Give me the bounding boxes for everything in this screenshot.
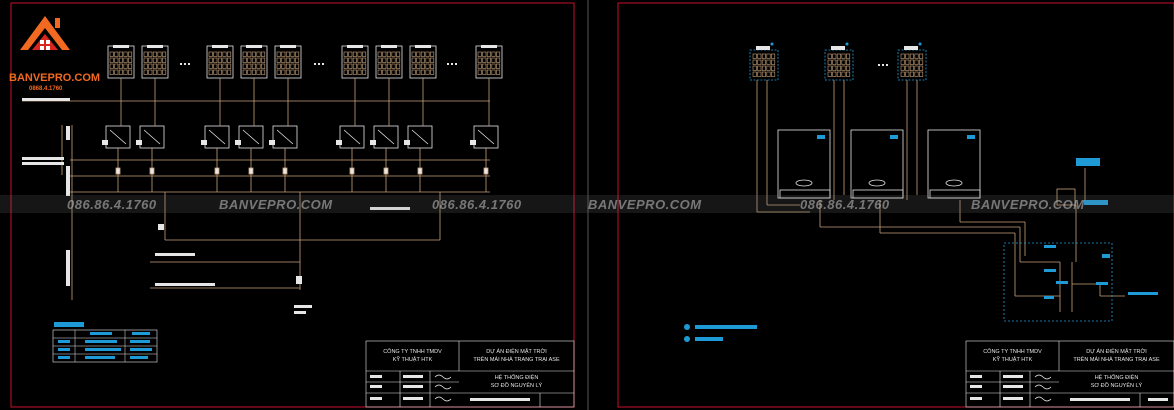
breaker-icon xyxy=(383,167,389,175)
tb-left-project-2: TRÊN MÁI NHÀ TRANG TRẠI ASE xyxy=(473,357,560,363)
breaker-icon xyxy=(349,167,355,175)
inverter-cabinets xyxy=(777,129,981,199)
pv-panel-icon xyxy=(375,45,403,79)
pv-array-row xyxy=(749,42,927,81)
inverter-icon xyxy=(470,125,499,149)
cyan-tags-right xyxy=(817,135,1158,299)
sheet-frame-right xyxy=(617,2,1174,408)
inverter-meters xyxy=(795,179,963,187)
title-block-right-fills xyxy=(970,375,1168,401)
title-block-right xyxy=(965,340,1174,408)
tb-right-project-2: TRÊN MÁI NHÀ TRANG TRẠI ASE xyxy=(1073,357,1160,363)
pv-array-icon xyxy=(824,42,854,81)
inverter-icon xyxy=(269,125,298,149)
house-logo-icon xyxy=(20,16,70,50)
signature-marks-right xyxy=(1034,374,1052,402)
ellipsis-icon xyxy=(314,63,324,65)
distribution-board xyxy=(1003,242,1113,322)
inverter-icon xyxy=(235,125,264,149)
watermark-phone-1: 086.86.4.1760 xyxy=(67,197,157,212)
inverter-row xyxy=(102,125,499,149)
pv-panel-icon xyxy=(206,45,234,79)
logo-name: BANVEPRO.COM xyxy=(9,72,101,84)
watermark-phone-3: 086.86.4.1760 xyxy=(800,197,890,212)
watermark-site-2: BANVEPRO.COM xyxy=(588,197,702,212)
pv-panel-icon xyxy=(107,45,135,79)
inverter-icon xyxy=(370,125,399,149)
inverter-icon xyxy=(404,125,433,149)
watermark-site-3: BANVEPRO.COM xyxy=(971,197,1085,212)
legend-table xyxy=(52,322,158,363)
pv-panel-icon xyxy=(240,45,268,79)
tb-right-company-1: CÔNG TY TNHH TMDV xyxy=(983,349,1042,355)
pv-panel-icon xyxy=(409,45,437,79)
ellipsis-icon xyxy=(447,63,457,65)
sheet-frame-left xyxy=(10,2,575,408)
pv-panel-icon xyxy=(341,45,369,79)
breaker-icon xyxy=(149,167,155,175)
tb-left-project-1: DỰ ÁN ĐIỆN MẶT TRỜI xyxy=(486,349,547,355)
watermark-phone-2: 086.86.4.1760 xyxy=(432,197,522,212)
ellipsis-icon xyxy=(878,64,888,66)
title-block-left xyxy=(365,340,575,408)
title-block-left-fills xyxy=(370,375,530,401)
breaker-icon xyxy=(417,167,423,175)
right-legend xyxy=(684,324,757,342)
tb-left-company-1: CÔNG TY TNHH TMDV xyxy=(383,349,442,355)
pv-array-icon xyxy=(749,42,779,81)
inverter-icon xyxy=(336,125,365,149)
tb-right-drawing-2: SƠ ĐỒ NGUYÊN LÝ xyxy=(1090,383,1143,389)
right-wiring xyxy=(756,80,1125,312)
breaker-icon xyxy=(483,167,489,175)
watermark-site-1: BANVEPRO.COM xyxy=(219,197,333,212)
pv-string-row xyxy=(107,45,503,79)
inverter-icon xyxy=(136,125,165,149)
ellipsis-icon xyxy=(180,63,190,65)
inverter-icon xyxy=(102,125,131,149)
pv-panel-icon xyxy=(141,45,169,79)
breaker-icon xyxy=(282,167,288,175)
inverter-icon xyxy=(201,125,230,149)
tb-right-drawing-1: HỆ THỐNG ĐIỆN xyxy=(1094,375,1139,381)
left-wiring xyxy=(22,78,490,300)
tb-right-company-2: KỸ THUẬT HTK xyxy=(992,357,1033,363)
left-side-labels xyxy=(22,98,410,314)
tb-left-drawing-1: HỆ THỐNG ĐIỆN xyxy=(494,375,539,381)
tb-left-drawing-2: SƠ ĐỒ NGUYÊN LÝ xyxy=(490,383,543,389)
breaker-icon xyxy=(214,167,220,175)
breaker-icon xyxy=(248,167,254,175)
tb-right-project-1: DỰ ÁN ĐIỆN MẶT TRỜI xyxy=(1086,349,1147,355)
breaker-icon xyxy=(115,167,121,175)
meter-box xyxy=(1056,188,1076,206)
pv-panel-icon xyxy=(475,45,503,79)
pv-array-icon xyxy=(897,42,927,81)
logo-phone: 0868.4.1760 xyxy=(29,86,63,92)
watermark-band xyxy=(0,195,1174,213)
tb-left-company-2: KỸ THUẬT HTK xyxy=(392,357,433,363)
signature-marks-left xyxy=(434,374,452,402)
pv-panel-icon xyxy=(274,45,302,79)
